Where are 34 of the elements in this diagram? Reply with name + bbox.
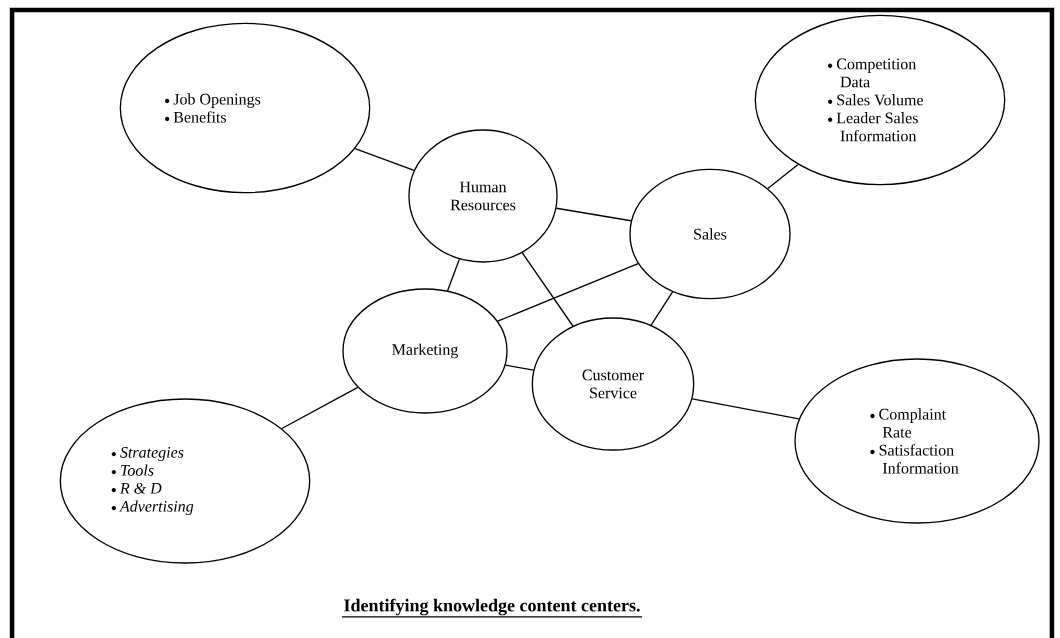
topic-label: Sales xyxy=(694,228,727,240)
topic-ellipse xyxy=(408,129,558,263)
caption: Identifying knowledge content centers. xyxy=(341,598,643,618)
topic-ellipse xyxy=(119,22,371,194)
topic-label: Human Resources xyxy=(450,181,516,211)
connector-line xyxy=(354,148,415,172)
bullet-item: Strategies xyxy=(111,447,184,461)
connector-line xyxy=(650,291,674,326)
topic-label: Marketing xyxy=(392,343,459,359)
bullet-item: Competition Data xyxy=(828,58,917,88)
topic-ellipse xyxy=(531,317,695,451)
bullet-item: Complaint Rate xyxy=(870,408,947,438)
connector-line xyxy=(767,163,799,190)
bullet-item: Sales Volume xyxy=(828,94,923,106)
connector-line xyxy=(497,262,639,322)
connector-line xyxy=(521,252,574,327)
topic-ellipse xyxy=(754,14,1006,186)
connector-line xyxy=(281,386,359,430)
bullet-item: Advertising xyxy=(111,500,194,515)
bullet-item: Leader Sales Information xyxy=(828,112,918,142)
connector-line xyxy=(446,258,460,292)
bullet-item: R & D xyxy=(111,482,162,494)
connector-line xyxy=(504,364,535,371)
bullet-item: Tools xyxy=(111,464,154,476)
topic-ellipse xyxy=(794,358,1040,524)
topic-ellipse xyxy=(59,398,311,564)
connector-line xyxy=(691,398,800,420)
bullet-item: Job Openings xyxy=(165,93,261,108)
connector-line xyxy=(555,207,632,222)
bullet-item: Benefits xyxy=(165,111,226,123)
bullet-item: Satisfaction Information xyxy=(870,444,959,474)
topic-ellipse xyxy=(629,168,791,300)
topic-ellipse xyxy=(342,288,508,414)
topic-label: Customer Service xyxy=(582,369,644,399)
